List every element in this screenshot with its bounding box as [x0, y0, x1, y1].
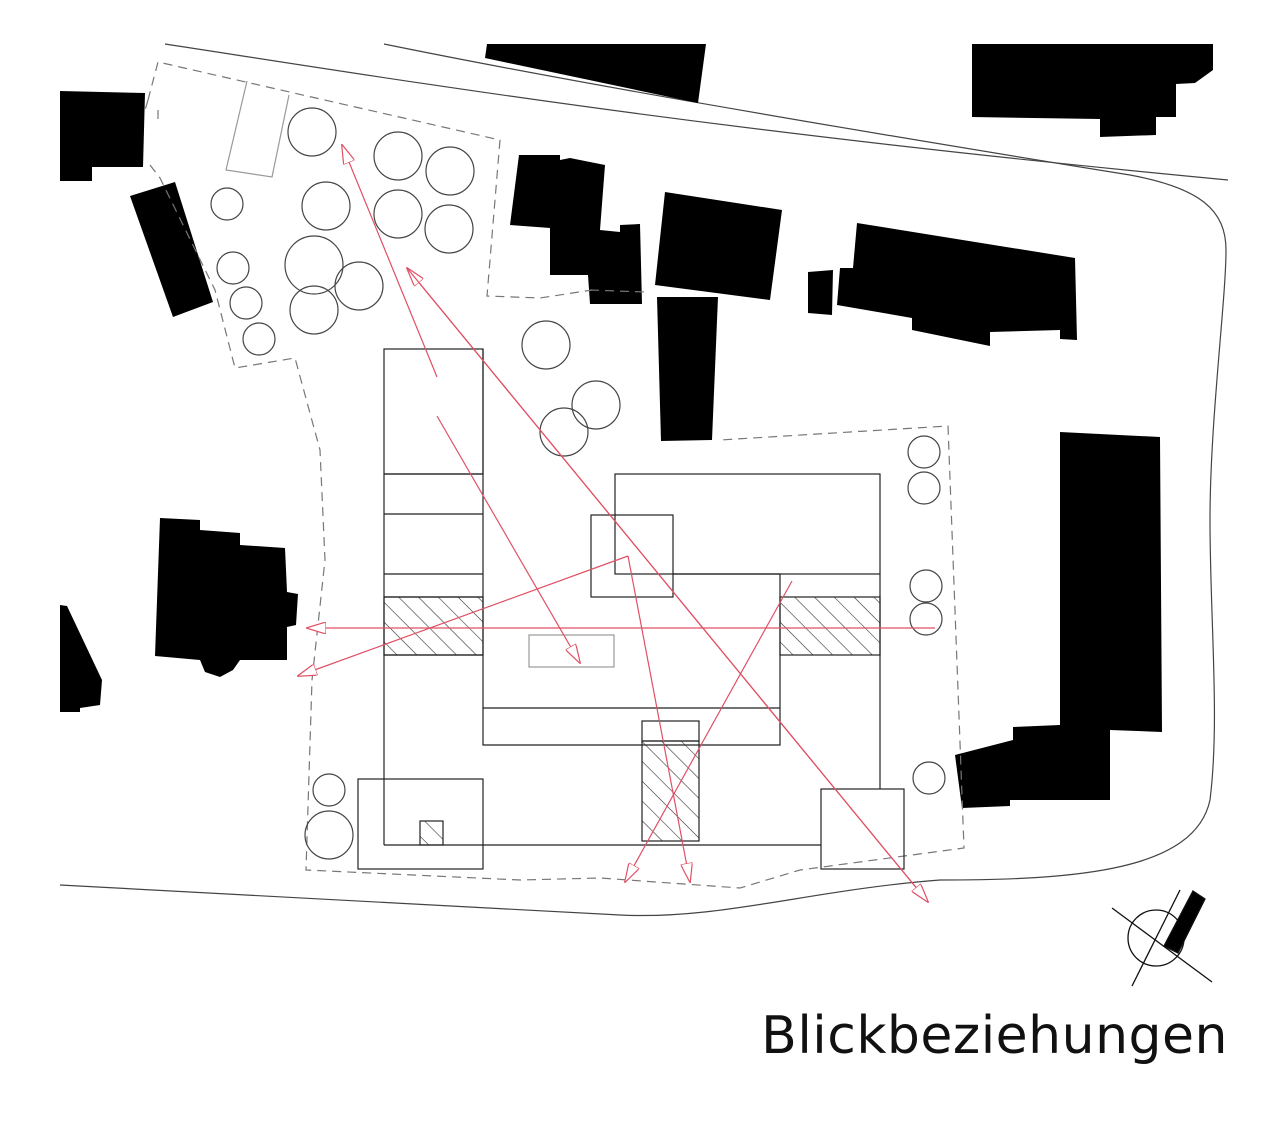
- boundary-north-garden: [144, 61, 593, 299]
- hatched-zone-east: [779, 596, 881, 656]
- tree: [909, 602, 943, 636]
- boundary-west-garden: [149, 164, 965, 889]
- tree: [242, 322, 276, 356]
- tree: [907, 471, 941, 505]
- building-centre-2: [655, 192, 782, 300]
- tree: [424, 204, 474, 254]
- tree: [284, 235, 344, 295]
- plan-title: Blickbeziehungen: [761, 1006, 1228, 1066]
- tree: [539, 407, 589, 457]
- annex-west: [357, 778, 484, 870]
- building-west-3: [155, 518, 298, 677]
- view-arrows: [298, 145, 935, 902]
- tree: [521, 320, 571, 370]
- tree: [907, 435, 941, 469]
- tree: [301, 181, 351, 231]
- view-arrow-1: [342, 145, 438, 378]
- view-arrow-2: [436, 415, 580, 663]
- trees: [210, 107, 946, 860]
- view-arrow-8: [625, 580, 793, 882]
- project-building: [357, 348, 905, 870]
- tree: [312, 773, 346, 807]
- block-north-east: [614, 473, 881, 575]
- tree: [373, 189, 423, 239]
- hatched-zone-west: [383, 596, 484, 656]
- entry-pavilion-south: [641, 720, 700, 742]
- tree: [909, 569, 943, 603]
- view-arrow-7: [627, 555, 690, 882]
- tree: [373, 131, 423, 181]
- tree: [210, 187, 244, 221]
- parking-outline: [225, 80, 290, 178]
- building-north-1: [485, 44, 706, 103]
- tree: [229, 286, 263, 320]
- view-arrow-4: [406, 267, 928, 902]
- site-boundaries: [144, 61, 965, 889]
- tree: [216, 251, 250, 285]
- neighbour-buildings: [60, 44, 1213, 808]
- tree: [334, 261, 384, 311]
- view-arrow-6: [298, 555, 629, 676]
- court-pavilion: [590, 514, 674, 598]
- building-north-2: [972, 44, 1213, 137]
- tree: [912, 761, 946, 795]
- building-east-1: [837, 223, 1077, 346]
- tree: [304, 810, 354, 860]
- building-east-small: [808, 270, 833, 315]
- boundary-north-middle: [589, 289, 646, 293]
- annex-east: [820, 788, 905, 870]
- building-west-2: [130, 182, 213, 317]
- road-edge-north-inner: [59, 43, 1227, 917]
- tree: [289, 285, 339, 335]
- hatched-zone-south: [641, 740, 700, 842]
- building-centre-1: [510, 155, 642, 304]
- tree: [425, 146, 475, 196]
- tree: [287, 107, 337, 157]
- building-east-long: [955, 432, 1162, 808]
- tree: [571, 380, 621, 430]
- building-west-4: [60, 605, 102, 712]
- hatched-zone-small: [419, 820, 444, 846]
- building-centre-3: [657, 297, 718, 441]
- court-feature: [528, 634, 615, 668]
- roads: [59, 43, 1229, 917]
- north-arrow-icon: [1111, 889, 1213, 987]
- building-west-1: [60, 91, 145, 181]
- road-edge-north-outer: [164, 43, 1229, 181]
